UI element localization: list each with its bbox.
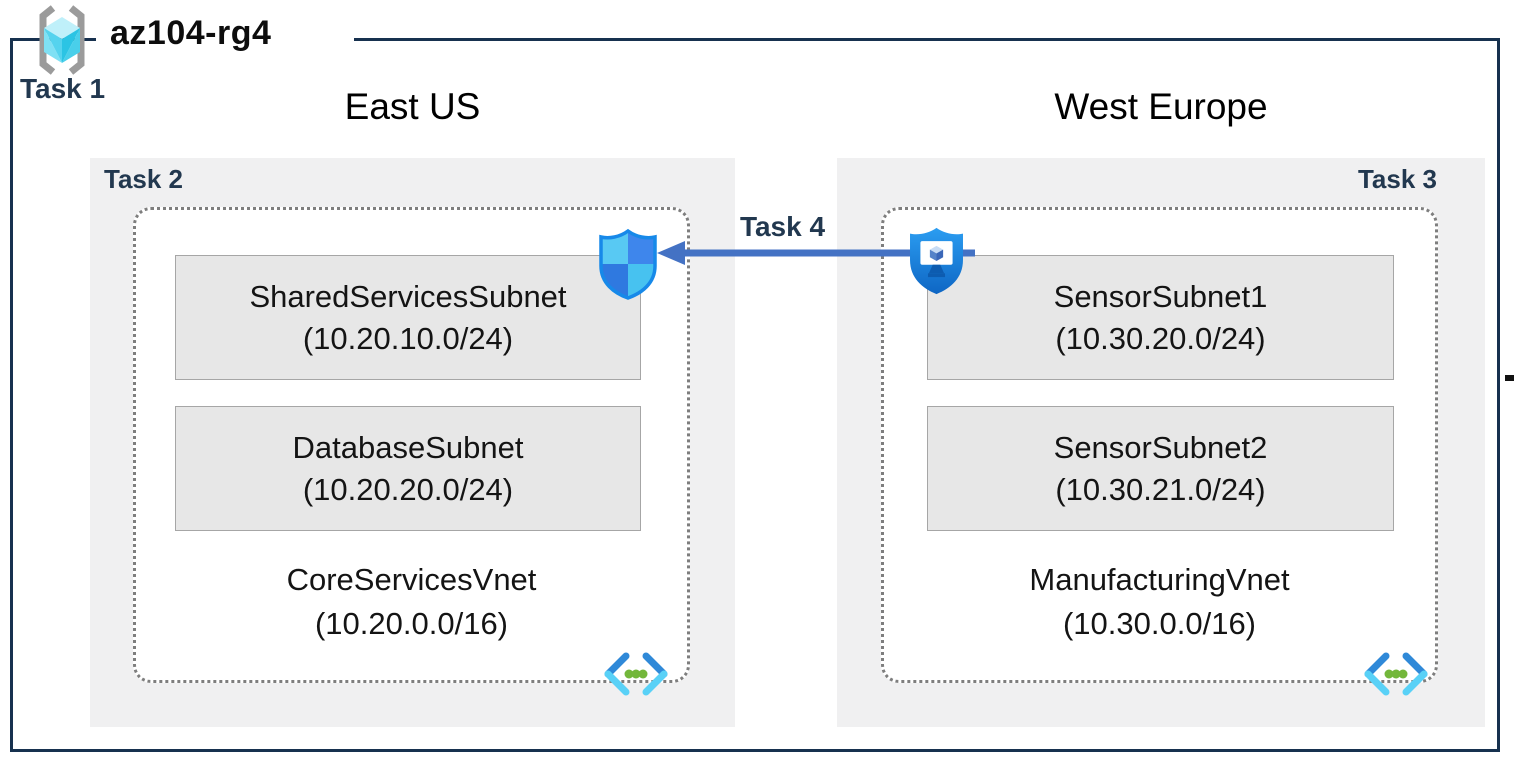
subnet-cidr: (10.30.20.0/24)	[1055, 320, 1266, 356]
region-label-west-europe: West Europe	[1054, 86, 1268, 127]
vnet-name: ManufacturingVnet	[1029, 562, 1290, 597]
subnet-name: SharedServicesSubnet	[249, 278, 567, 314]
subnet-name: SensorSubnet1	[1053, 278, 1268, 314]
peering-arrow	[655, 237, 975, 269]
resource-group-title: az104-rg4	[110, 14, 272, 52]
task-3-label: Task 3	[1357, 164, 1437, 194]
subnet-box-sharedservices: SharedServicesSubnet (10.20.10.0/24)	[175, 255, 641, 380]
task-1-label: Task 1	[20, 73, 106, 104]
vnet-label-manufacturing: ManufacturingVnet (10.30.0.0/16)	[881, 558, 1438, 646]
subnet-cidr: (10.20.20.0/24)	[302, 471, 514, 507]
vnet-cidr: (10.30.0.0/16)	[1062, 606, 1257, 641]
vnet-label-coreservices: CoreServicesVnet (10.20.0.0/16)	[133, 558, 690, 646]
vnet-peering-icon-east	[602, 652, 670, 696]
edge-dash-mark	[1505, 375, 1514, 381]
network-security-group-shield-icon	[598, 228, 658, 300]
vnet-name: CoreServicesVnet	[286, 562, 537, 597]
subnet-cidr: (10.20.10.0/24)	[302, 320, 514, 356]
resource-group-icon	[24, 3, 100, 79]
subnet-box-sensor1: SensorSubnet1 (10.30.20.0/24)	[927, 255, 1394, 380]
vnet-peering-icon-west	[1362, 652, 1430, 696]
resource-group-boundary	[10, 38, 1500, 752]
title-background-patch	[96, 30, 354, 52]
vnet-cidr: (10.20.0.0/16)	[314, 606, 509, 641]
subnet-name: DatabaseSubnet	[292, 429, 524, 465]
subnet-name: SensorSubnet2	[1053, 429, 1268, 465]
subnet-box-sensor2: SensorSubnet2 (10.30.21.0/24)	[927, 406, 1394, 531]
subnet-cidr: (10.30.21.0/24)	[1055, 471, 1266, 507]
region-label-east-us: East US	[344, 86, 481, 127]
task-4-label: Task 4	[739, 211, 826, 242]
task-2-label: Task 2	[104, 164, 184, 194]
shielded-vm-icon	[908, 226, 965, 296]
subnet-box-database: DatabaseSubnet (10.20.20.0/24)	[175, 406, 641, 531]
